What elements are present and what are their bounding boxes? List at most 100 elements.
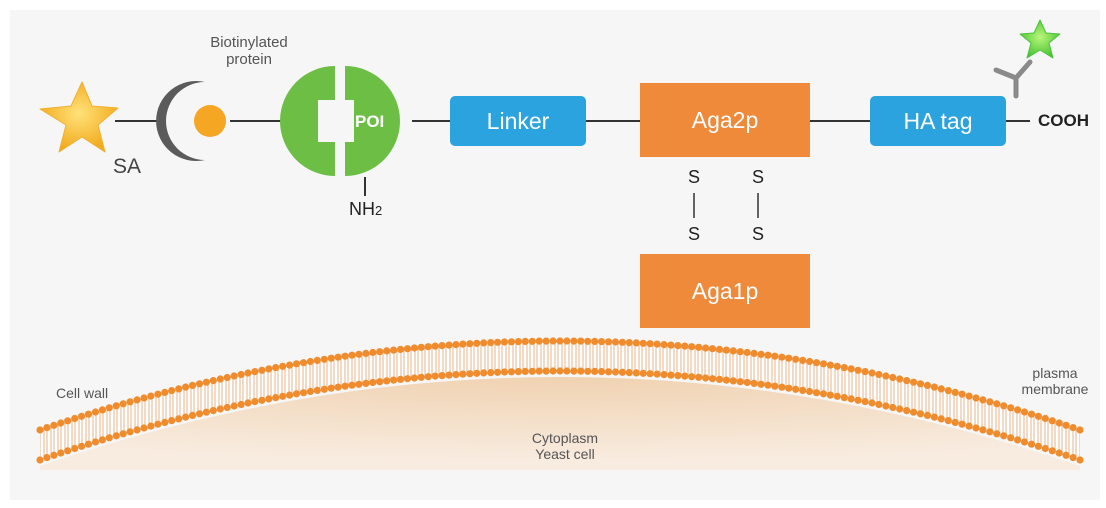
lipid-head (64, 417, 72, 425)
lipid-head (244, 399, 252, 407)
lipid-head (611, 338, 620, 346)
lipid-head (702, 374, 710, 382)
lipid-head (722, 346, 731, 354)
nh2-label: NH2 (349, 199, 383, 219)
lipid-head (223, 373, 231, 382)
lipid-head (258, 396, 266, 404)
lipid-head (930, 413, 939, 421)
lipid-head (306, 357, 314, 366)
lipid-head (702, 344, 710, 352)
lipid-head (1007, 434, 1015, 442)
lipid-head (1014, 436, 1022, 444)
streptavidin-star-icon (39, 81, 119, 153)
lipid-head (785, 354, 793, 362)
linker-box: Linker (450, 96, 586, 146)
aga2p-label: Aga2p (691, 106, 759, 133)
lipid-head (473, 369, 481, 377)
lipid-head (369, 378, 377, 387)
lipid-head (334, 383, 342, 391)
lipid-head (1076, 426, 1084, 434)
lipid-head (570, 337, 578, 345)
biotin-dot-icon (194, 105, 226, 137)
aga2p-box: Aga2p (640, 83, 810, 157)
lipid-head (313, 386, 321, 394)
lipid-head (105, 404, 113, 412)
lipid-head (91, 408, 100, 416)
lipid-head (341, 382, 349, 390)
lipid-head (951, 418, 959, 426)
lipid-head (584, 337, 592, 345)
lipid-head (334, 353, 342, 361)
lipid-head (688, 343, 696, 351)
lipid-head (542, 337, 550, 345)
lipid-head (265, 365, 273, 373)
aga1p-label: Aga1p (691, 277, 759, 304)
lipid-head (57, 449, 65, 457)
lipid-head (438, 372, 446, 380)
lipid-head (209, 377, 217, 385)
lipid-head (549, 367, 557, 375)
lipid-head (882, 372, 890, 380)
lipid-head (785, 384, 793, 392)
lipid-head (986, 398, 994, 406)
lipid-head (355, 350, 363, 358)
lipid-head (216, 375, 224, 383)
lipid-head (258, 366, 266, 374)
lipid-head (71, 444, 79, 453)
lipid-head (507, 338, 516, 346)
lipid-head (598, 338, 606, 346)
lipid-head (764, 381, 772, 389)
lipid-head (168, 387, 176, 395)
lipid-head (237, 370, 245, 379)
lipid-head (937, 385, 945, 393)
lipid-head (452, 341, 460, 349)
lipid-head (847, 365, 855, 373)
lipid-head (396, 375, 405, 383)
lipid-head (36, 426, 44, 434)
lipid-head (806, 357, 814, 366)
lipid-head (299, 359, 308, 367)
lipid-head (861, 368, 869, 376)
lipid-head (729, 347, 737, 355)
lipid-head (833, 392, 841, 400)
lipid-head (154, 390, 162, 398)
lipid-head (98, 436, 106, 444)
lipid-head (209, 407, 217, 415)
lipid-head (840, 394, 848, 402)
lipid-head (535, 367, 543, 375)
lipid-head (417, 343, 425, 351)
lipid-head (1062, 421, 1070, 429)
lipid-head (507, 368, 516, 376)
lipid-head (792, 385, 800, 393)
lipid-head (1076, 456, 1084, 464)
lipid-head (78, 412, 86, 420)
lipid-head (431, 372, 439, 380)
lipid-head (743, 378, 751, 387)
lipid-head (660, 341, 668, 349)
lipid-head (91, 438, 100, 446)
lipid-head (417, 373, 425, 381)
disulfide-s-top-right: S (752, 167, 765, 187)
lipid-head (750, 349, 758, 357)
lipid-head (993, 430, 1001, 438)
lipid-head (424, 373, 432, 381)
disulfide-s-bottom-left: S (688, 224, 701, 244)
cytoplasm-label: Cytoplasm Yeast cell (531, 430, 599, 463)
lipid-head (591, 337, 599, 345)
lipid-head (708, 345, 717, 353)
lipid-head (71, 414, 79, 423)
lipid-head (1048, 417, 1056, 425)
lipid-head (812, 359, 821, 367)
lipid-head (584, 367, 592, 375)
lipid-head (50, 451, 58, 459)
lipid-head (445, 341, 453, 349)
lipid-head (473, 339, 481, 347)
lipid-head (681, 372, 689, 380)
lipid-head (944, 417, 952, 425)
lipid-head (778, 353, 786, 361)
lipid-head (480, 369, 488, 377)
lipid-head (521, 367, 529, 375)
lipid-head (757, 380, 765, 388)
lipid-head (362, 379, 370, 387)
